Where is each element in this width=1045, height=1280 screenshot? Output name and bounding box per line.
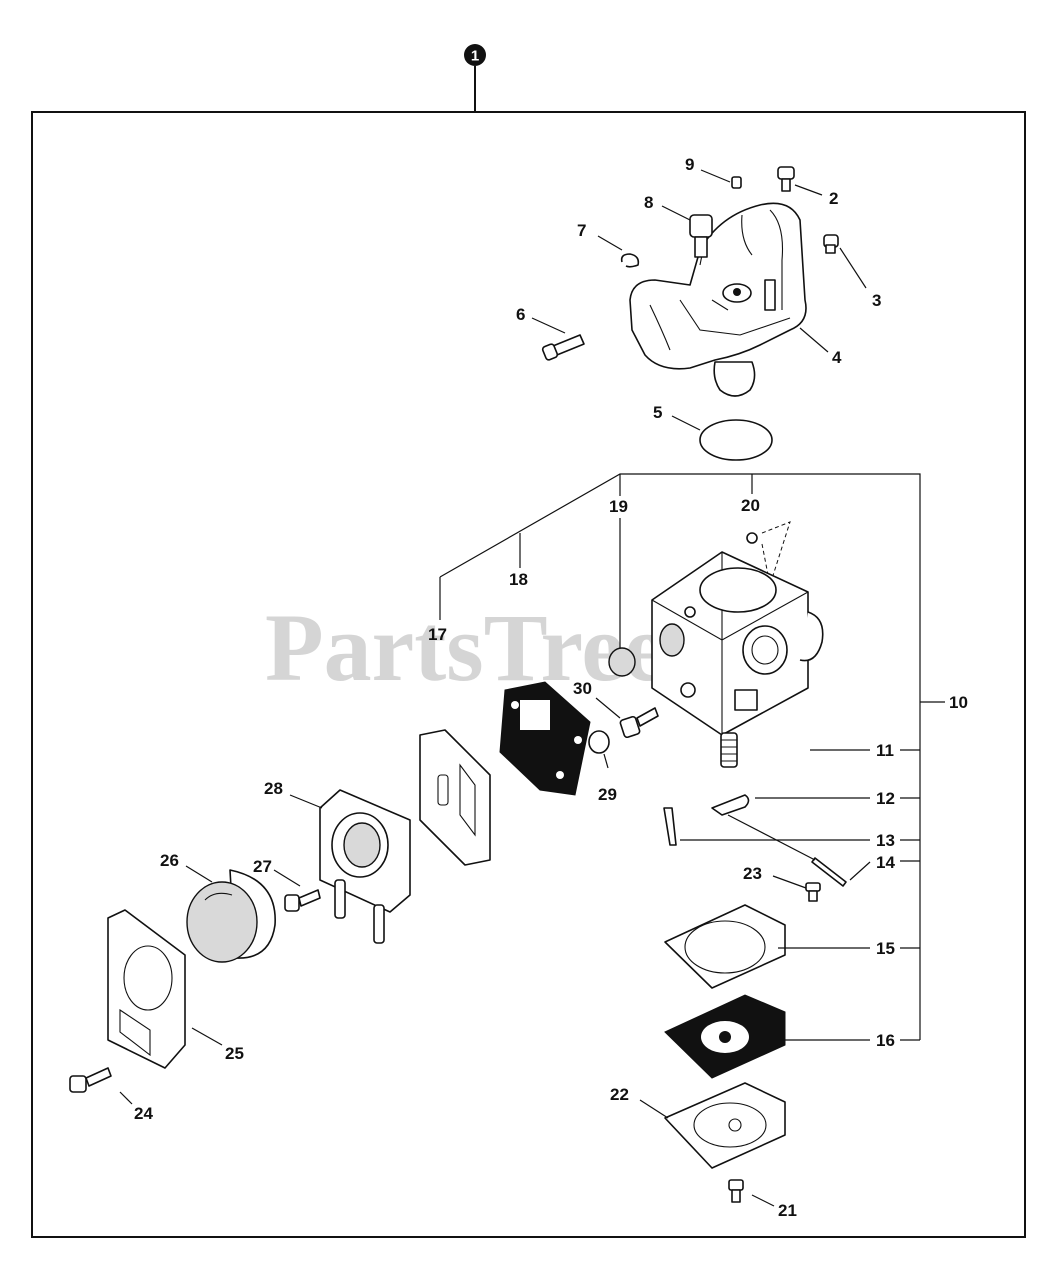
- callout-7[interactable]: 7: [577, 221, 586, 240]
- part-12-lever[interactable]: [711, 794, 750, 816]
- part-22-cover[interactable]: [664, 1082, 786, 1169]
- assembly-frame: [31, 111, 1026, 1238]
- callout-22[interactable]: 22: [610, 1085, 629, 1104]
- part-13-needle[interactable]: [663, 807, 677, 846]
- part-25-retainer-plate[interactable]: [107, 909, 186, 1069]
- part-2-screw[interactable]: [777, 166, 795, 192]
- callout-3[interactable]: 3: [872, 291, 881, 310]
- part-6-screw[interactable]: [541, 334, 585, 361]
- callout-8[interactable]: 8: [644, 193, 653, 212]
- part-19-screen[interactable]: [608, 647, 636, 677]
- callout-4[interactable]: 4: [832, 348, 842, 367]
- part-28-pump-body[interactable]: [319, 789, 411, 944]
- partstree-watermark: PartsTree TM: [265, 587, 790, 701]
- part-23-screw[interactable]: [805, 882, 821, 902]
- callout-29[interactable]: 29: [598, 785, 617, 804]
- svg-text:1: 1: [471, 48, 479, 65]
- callout-24[interactable]: 24: [134, 1104, 153, 1123]
- part-11-spring[interactable]: [720, 732, 738, 768]
- callout-6[interactable]: 6: [516, 305, 525, 324]
- assembly-badge[interactable]: 1: [464, 44, 486, 66]
- part-7-e-clip[interactable]: [620, 253, 640, 268]
- callout-11[interactable]: 11: [876, 741, 894, 760]
- svg-text:PartsTree: PartsTree: [265, 594, 667, 701]
- callout-20[interactable]: 20: [741, 496, 760, 515]
- part-17-pump-gasket[interactable]: [419, 729, 491, 866]
- callout-23[interactable]: 23: [743, 864, 762, 883]
- callout-28[interactable]: 28: [264, 779, 283, 798]
- part-18-pump-diaphragm[interactable]: [499, 681, 591, 796]
- part-30-screw[interactable]: [619, 707, 659, 739]
- callout-18[interactable]: 18: [509, 570, 528, 589]
- part-8-adjusting-screw[interactable]: [689, 214, 713, 258]
- callout-15[interactable]: 15: [876, 939, 895, 958]
- callout-labels: 2 3 4 5 6 7 8 9 10 11 12 13 14 15 16 17 …: [134, 155, 968, 1220]
- callout-leaders: [119, 169, 871, 1207]
- part-9-plug[interactable]: [731, 176, 742, 189]
- part-29-plug[interactable]: [588, 730, 610, 754]
- part-24-screw[interactable]: [69, 1067, 112, 1093]
- callout-2[interactable]: 2: [829, 189, 838, 208]
- callout-19[interactable]: 19: [609, 497, 628, 516]
- callout-26[interactable]: 26: [160, 851, 179, 870]
- callout-30[interactable]: 30: [573, 679, 592, 698]
- part-20-ball[interactable]: [746, 521, 791, 586]
- callout-14[interactable]: 14: [876, 853, 895, 872]
- kit-bracket-10: [439, 473, 945, 1041]
- callout-13[interactable]: 13: [876, 831, 895, 850]
- part-16-diaphragm[interactable]: [664, 994, 786, 1079]
- part-4-throttle-body[interactable]: [629, 202, 807, 397]
- callout-16[interactable]: 16: [876, 1031, 895, 1050]
- callout-27[interactable]: 27: [253, 857, 272, 876]
- part-5-o-ring[interactable]: [699, 419, 773, 461]
- callout-17[interactable]: 17: [428, 625, 447, 644]
- part-27-screw[interactable]: [284, 889, 321, 912]
- callout-10[interactable]: 10: [949, 693, 968, 712]
- callout-5[interactable]: 5: [653, 403, 662, 422]
- part-26-primer-bulb[interactable]: [186, 869, 276, 963]
- part-15-gasket[interactable]: [664, 904, 786, 989]
- part-10-carburetor-body[interactable]: [651, 551, 824, 736]
- callout-21[interactable]: 21: [778, 1201, 797, 1220]
- callout-12[interactable]: 12: [876, 789, 895, 808]
- part-14-pin[interactable]: [811, 857, 847, 887]
- callout-9[interactable]: 9: [685, 155, 694, 174]
- part-21-screw[interactable]: [728, 1179, 744, 1203]
- callout-25[interactable]: 25: [225, 1044, 244, 1063]
- part-3-screw[interactable]: [823, 234, 839, 254]
